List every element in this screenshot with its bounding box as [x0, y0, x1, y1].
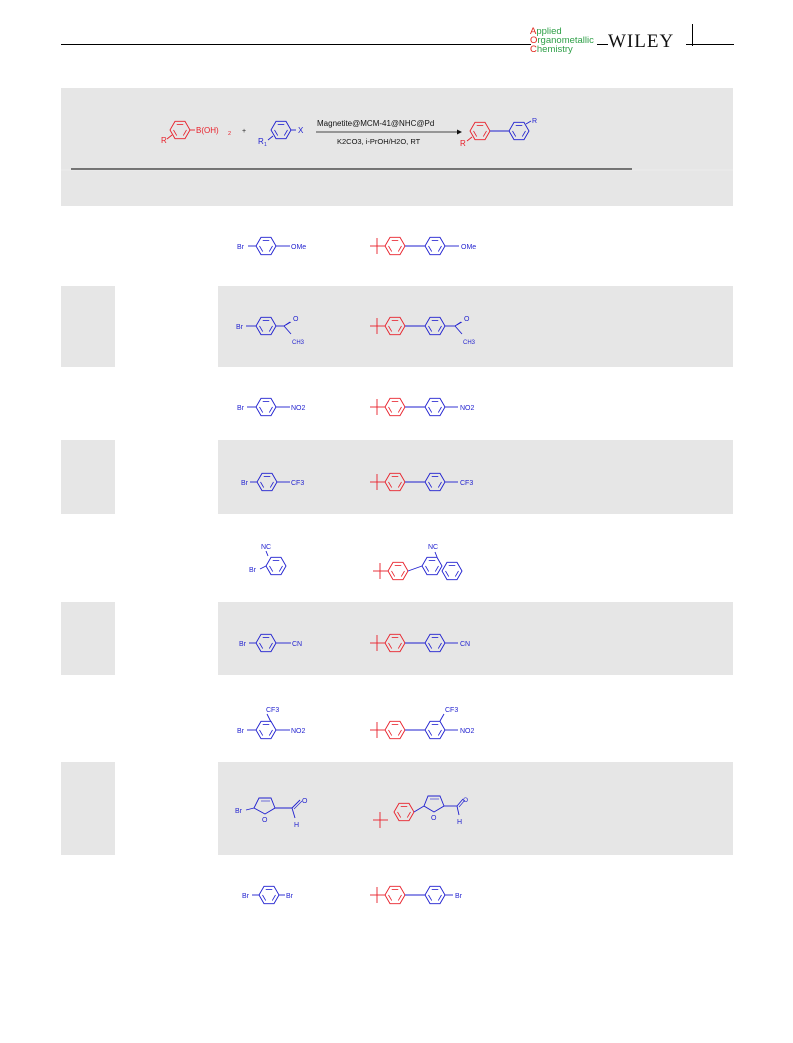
row-5-halide-br: Br [249, 567, 257, 574]
scheme-plus: + [242, 128, 246, 135]
scheme-r1-index: 1 [264, 142, 267, 148]
row-3-product-sub: NO2 [460, 405, 475, 412]
row-2-halide-sub: O [293, 316, 299, 323]
row-4-product-sub: CF3 [460, 480, 473, 487]
row-2-halide-sub2: CH3 [292, 340, 305, 346]
scheme-boronic-sub: 2 [228, 131, 231, 137]
row-6-product: CN [369, 633, 470, 653]
scheme-boronic-acid: R B(OH) 2 [161, 120, 231, 145]
row-8-halide-sub: O [302, 798, 308, 805]
row-1-halide-sub: OMe [291, 244, 306, 251]
row-2-product-sub: O [464, 316, 470, 323]
row-8-product-sub2: H [457, 819, 462, 826]
row-1-product-sub: OMe [461, 244, 476, 251]
row-2-aryl-halide: Br O CH3 [236, 316, 305, 346]
row-5-product-sub: NC [428, 544, 438, 551]
row-9-product-sub: Br [455, 893, 463, 900]
scheme-boronic-label: B(OH) [196, 126, 219, 135]
row-7-halide-sub2: NO2 [291, 728, 306, 735]
row-2-product-sub2: CH3 [463, 340, 476, 346]
table-row-band [218, 762, 733, 855]
svg-text:O: O [431, 815, 437, 822]
row-4-halide-br: Br [241, 480, 249, 487]
table-row-band [61, 602, 115, 675]
table-row-band [61, 762, 115, 855]
row-7-aryl-halide: CF3 Br NO2 [237, 707, 306, 740]
row-2-halide-br: Br [236, 324, 244, 331]
row-8-product-sub: O [463, 797, 468, 804]
row-8-aryl-halide: Br O O H [235, 797, 308, 829]
table-header [61, 88, 733, 206]
table-row-band [61, 440, 115, 514]
row-7-product-sub: CF3 [445, 707, 458, 714]
svg-text:O: O [262, 817, 268, 824]
row-3-halide-sub: NO2 [291, 405, 306, 412]
table-row-band [61, 286, 115, 367]
scheme-conditions: K2CO3, i-PrOH/H2O, RT [337, 137, 421, 146]
row-5-aryl-halide: NC Br [249, 544, 287, 576]
row-5-halide-sub: NC [261, 544, 271, 551]
row-6-halide-br: Br [239, 641, 247, 648]
row-4-product: CF3 [369, 472, 473, 492]
row-6-halide-sub: CN [292, 641, 302, 648]
header-tick [692, 24, 693, 46]
journal-logo: Applied Organometallic Chemistry [530, 26, 594, 55]
table-row-band [218, 440, 733, 514]
row-7-product: CF3 NO2 [369, 707, 475, 740]
row-6-aryl-halide: Br CN [239, 633, 302, 653]
row-8-halide-sub2: H [294, 822, 299, 829]
publisher-logo: WILEY [608, 31, 675, 52]
row-3-aryl-halide: Br NO2 [237, 397, 306, 417]
row-2-product: O CH3 [369, 316, 476, 346]
scheme-product: R R [460, 118, 537, 148]
header-rule-left [61, 44, 531, 45]
row-8-product: O O H [372, 795, 468, 829]
header-rule-mid [597, 44, 608, 45]
scheme-catalyst: Magnetite@MCM-41@NHC@Pd [317, 119, 434, 128]
scheme-x-label: X [298, 126, 304, 135]
row-1-product: OMe [369, 236, 476, 256]
row-4-aryl-halide: Br CF3 [241, 472, 304, 492]
row-6-product-sub: CN [460, 641, 470, 648]
row-3-product: NO2 [369, 397, 475, 417]
row-9-halide-br: Br [242, 893, 250, 900]
row-3-halide-br: Br [237, 405, 245, 412]
row-7-halide-br: Br [237, 728, 245, 735]
row-9-aryl-halide: Br Br [242, 885, 294, 905]
scheme-aryl-halide: R 1 X [258, 120, 304, 148]
row-9-halide-sub: Br [286, 893, 294, 900]
scheme-product-r1: R [532, 118, 537, 125]
row-5-product: NC [372, 544, 463, 581]
row-7-halide-sub: CF3 [266, 707, 279, 714]
row-4-halide-sub: CF3 [291, 480, 304, 487]
scheme-r1-label: R [258, 137, 264, 146]
row-8-halide-br: Br [235, 808, 243, 815]
row-9-product: Br [369, 885, 463, 905]
scheme-r-label: R [161, 136, 167, 145]
row-7-product-sub2: NO2 [460, 728, 475, 735]
row-1-aryl-halide: Br OMe [237, 236, 306, 256]
table-row-band [218, 286, 733, 367]
scheme-product-r: R [460, 139, 466, 148]
table-row-band [218, 602, 733, 675]
row-1-halide-br: Br [237, 244, 245, 251]
header-rule-right [686, 44, 734, 45]
